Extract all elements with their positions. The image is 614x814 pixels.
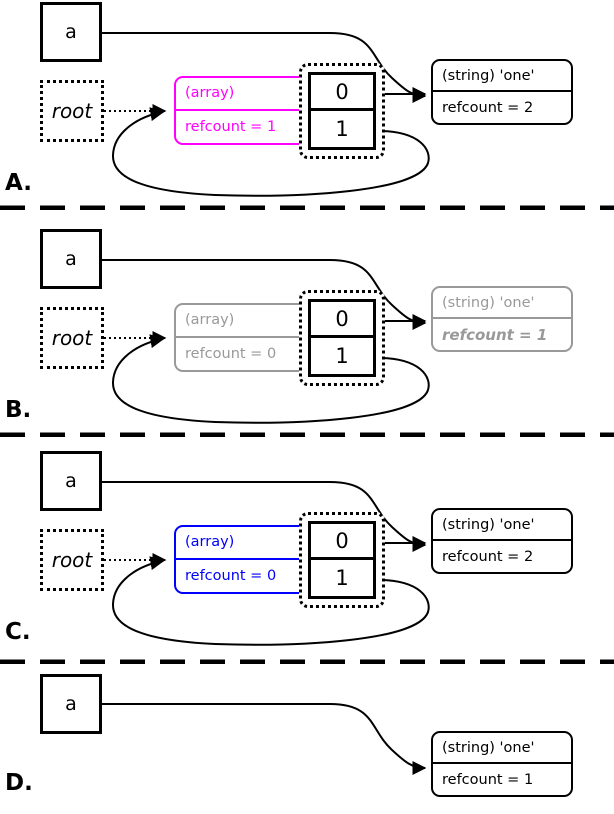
string-type-label: (string) 'one' xyxy=(433,61,571,92)
array-type-label: (array) xyxy=(176,305,308,338)
array-zval-box: (array) refcount = 1 xyxy=(174,76,310,145)
variable-box-a: a xyxy=(40,451,102,511)
string-type-label: (string) 'one' xyxy=(433,288,571,319)
array-cell-1: 1 xyxy=(335,566,349,590)
array-zval-box: (array) refcount = 0 xyxy=(174,303,310,372)
panel-letter-b: B. xyxy=(5,397,32,423)
root-box: root xyxy=(40,80,104,142)
edge-index1-self-loop xyxy=(111,107,430,197)
array-cell-1: 1 xyxy=(335,344,349,368)
root-label: root xyxy=(51,326,93,350)
array-refcount-label: refcount = 1 xyxy=(185,118,277,135)
separator-3 xyxy=(0,659,614,664)
array-refcount-label: refcount = 0 xyxy=(185,345,277,362)
edge-index1-self-loop xyxy=(111,334,430,424)
root-label: root xyxy=(51,99,93,123)
variable-label-a: a xyxy=(65,470,77,492)
string-zval-box: (string) 'one' refcount = 2 xyxy=(431,508,573,574)
panel-d: a (string) 'one' refcount = 1 D. xyxy=(0,672,614,814)
string-zval-box: (string) 'one' refcount = 2 xyxy=(431,59,573,125)
panel-letter-a: A. xyxy=(5,170,32,196)
root-box: root xyxy=(40,529,104,591)
array-cell-1: 1 xyxy=(335,117,349,141)
variable-label-a: a xyxy=(65,248,77,270)
array-index-cells: 0 1 xyxy=(299,63,385,159)
variable-box-a: a xyxy=(40,2,102,62)
root-label: root xyxy=(51,548,93,572)
string-zval-box: (string) 'one' refcount = 1 xyxy=(431,731,573,797)
array-type-label: (array) xyxy=(176,78,308,111)
array-type-label: (array) xyxy=(176,527,308,560)
array-cell-0: 0 xyxy=(311,75,373,111)
panel-c: a root (array) refcount = 0 0 1 (string)… xyxy=(0,449,614,656)
variable-box-a: a xyxy=(40,674,102,734)
panel-b: a root (array) refcount = 0 0 1 (string)… xyxy=(0,227,614,434)
string-type-label: (string) 'one' xyxy=(433,733,571,764)
root-box: root xyxy=(40,307,104,369)
string-type-label: (string) 'one' xyxy=(433,510,571,541)
separator-2 xyxy=(0,432,614,437)
array-index-cells: 0 1 xyxy=(299,290,385,386)
edge-a-to-string xyxy=(102,703,427,775)
array-cell-0: 0 xyxy=(311,524,373,560)
string-refcount-label: refcount = 1 xyxy=(442,325,548,344)
array-cell-0: 0 xyxy=(311,302,373,338)
variable-label-a: a xyxy=(65,21,77,43)
panel-a-edges xyxy=(102,32,430,197)
array-index-cells: 0 1 xyxy=(299,512,385,608)
panel-a: a root (array) refcount = 1 0 1 (string)… xyxy=(0,0,614,207)
edge-index1-self-loop xyxy=(111,556,430,646)
string-zval-box: (string) 'one' refcount = 1 xyxy=(431,286,573,352)
variable-label-a: a xyxy=(65,693,77,715)
variable-box-a: a xyxy=(40,229,102,289)
panel-d-edges xyxy=(102,703,427,775)
array-zval-box: (array) refcount = 0 xyxy=(174,525,310,594)
array-refcount-label: refcount = 0 xyxy=(185,567,277,584)
separator-1 xyxy=(0,205,614,210)
panel-letter-c: C. xyxy=(5,619,31,645)
panel-b-edges xyxy=(102,259,430,424)
string-refcount-label: refcount = 2 xyxy=(442,548,534,565)
string-refcount-label: refcount = 1 xyxy=(442,771,534,788)
string-refcount-label: refcount = 2 xyxy=(442,99,534,116)
panel-c-edges xyxy=(102,481,430,646)
panel-letter-d: D. xyxy=(5,770,33,796)
